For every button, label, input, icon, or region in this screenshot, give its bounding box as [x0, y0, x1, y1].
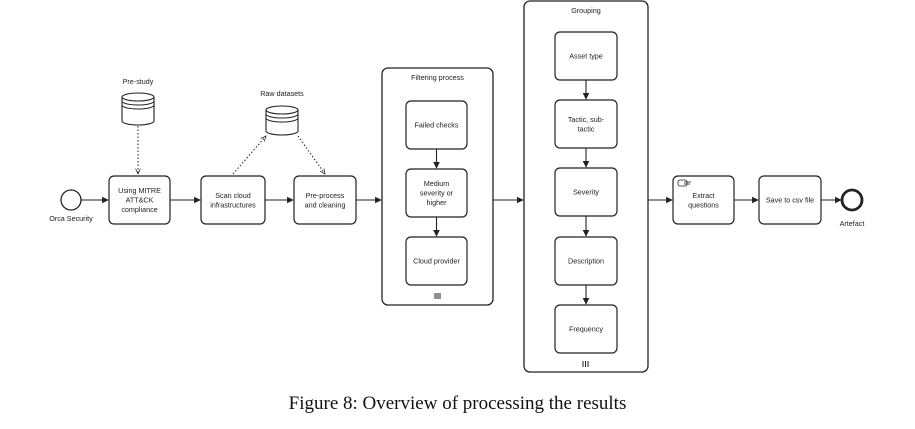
group-step: Frequency: [569, 325, 603, 334]
svg-text:Save to csv file: Save to csv file: [766, 196, 814, 205]
label-line: ATT&CK: [126, 196, 154, 205]
label-line: Failed checks: [415, 121, 459, 130]
filtering-title: Filtering process: [411, 73, 464, 82]
group-step: Tactic, sub-tactic: [568, 115, 605, 134]
sequence-flows: [81, 80, 842, 305]
group-step: Severity: [573, 188, 599, 197]
data-associations: [138, 126, 325, 174]
grouping-subprocess: Grouping Asset type Tactic, sub-tactic S…: [523, 0, 649, 373]
grouping-title: Grouping: [571, 6, 601, 15]
label-line: Pre-process: [306, 191, 345, 200]
start-event: Orca Security: [49, 189, 93, 223]
label-line: Scan cloud: [215, 191, 251, 200]
raw-datasets-datastore-icon: Raw datasets: [260, 89, 304, 136]
raw-datasets-label: Raw datasets: [260, 89, 304, 98]
prestudy-datastore-icon: Pre-study: [121, 77, 155, 126]
manual-task-icon: [677, 179, 691, 187]
label-line: and cleaning: [305, 200, 346, 209]
sequential-marker-icon: [434, 293, 441, 299]
group-step: Description: [568, 257, 604, 266]
task-save: Save to csv file: [758, 175, 822, 225]
prestudy-label: Pre-study: [123, 77, 154, 86]
filter-step: Cloud provider: [413, 257, 460, 266]
label-line: severity or: [420, 189, 454, 198]
filter-step: Failed checks: [415, 121, 459, 130]
end-event: Artefact: [840, 188, 865, 228]
label-line: compliance: [121, 205, 157, 214]
label-line: Extract: [692, 191, 714, 200]
label-line: Asset type: [569, 52, 603, 61]
label-line: Cloud provider: [413, 257, 460, 266]
label-line: infrastructures: [210, 200, 256, 209]
label-line: Frequency: [569, 325, 603, 334]
label-line: Using MITRE: [118, 186, 161, 195]
svg-text:Orca Security: Orca Security: [49, 214, 93, 223]
label-line: Save to csv file: [766, 196, 814, 205]
label-line: Tactic, sub-: [568, 115, 605, 124]
group-step: Asset type: [569, 52, 603, 61]
label-line: Medium: [424, 179, 450, 188]
label-line: Description: [568, 257, 604, 266]
svg-text:Artefact: Artefact: [840, 219, 865, 228]
figure-caption: Figure 8: Overview of processing the res…: [288, 393, 627, 414]
label-line: questions: [688, 200, 719, 209]
parallel-marker-icon: [582, 361, 589, 367]
label-line: Severity: [573, 188, 599, 197]
label-line: tactic: [578, 124, 595, 133]
label-line: higher: [427, 198, 448, 207]
